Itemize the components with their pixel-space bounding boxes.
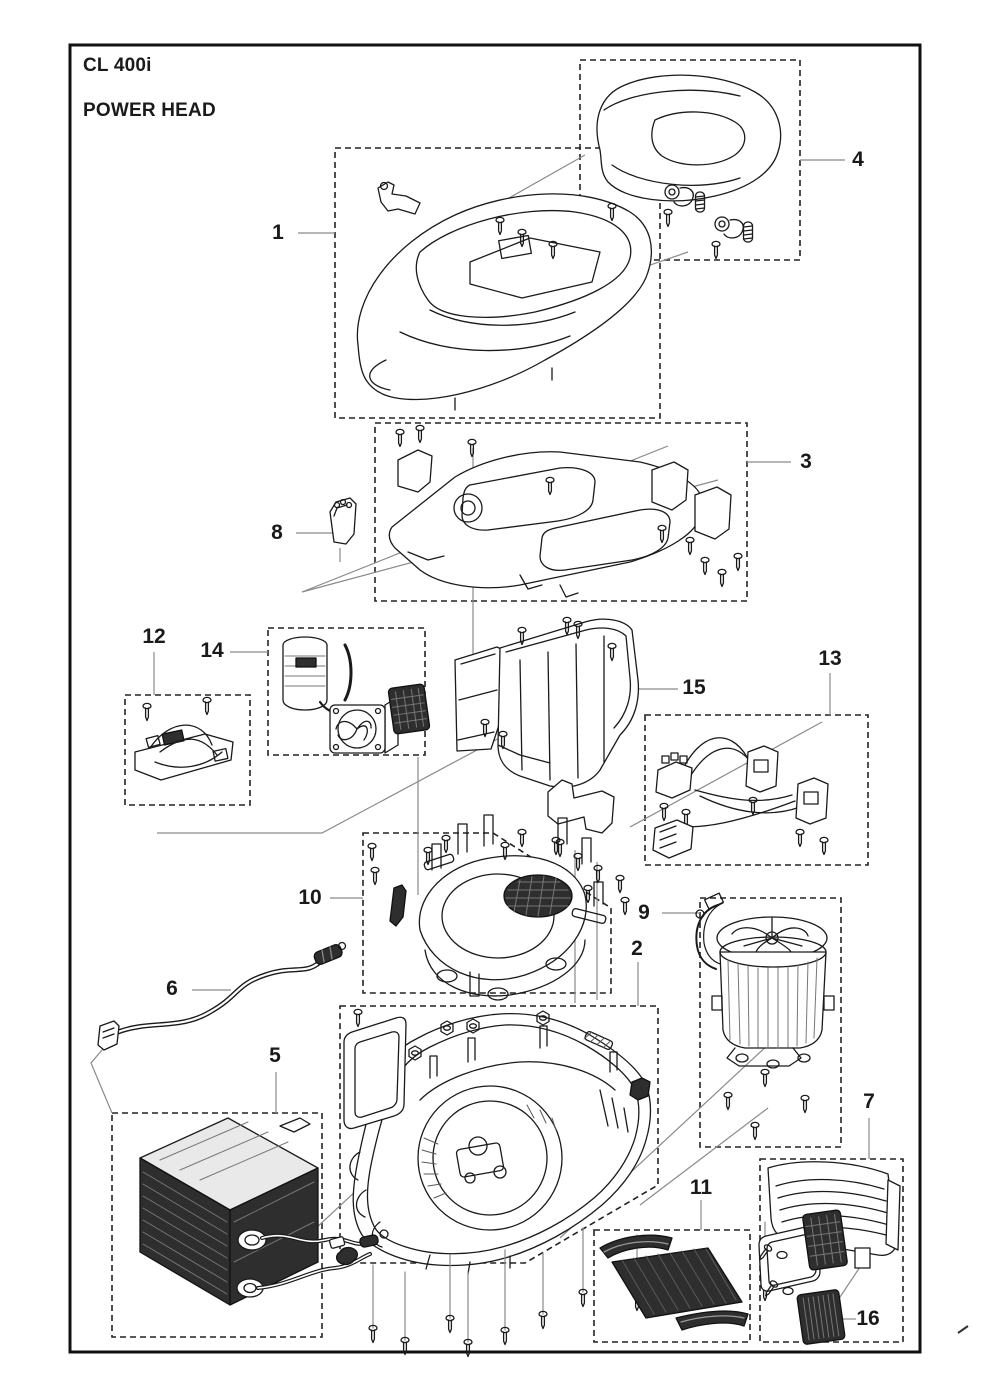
hatch-lid-part bbox=[596, 74, 782, 260]
group-box-9 bbox=[699, 897, 842, 1148]
callout-15: 15 bbox=[682, 676, 706, 699]
callout-16: 16 bbox=[856, 1307, 880, 1330]
group-box-2 bbox=[339, 1005, 659, 1264]
group-box-1 bbox=[334, 147, 661, 419]
callout-12: 12 bbox=[142, 625, 166, 648]
motor-housing-part bbox=[367, 814, 630, 1001]
lower-chassis-part bbox=[343, 1008, 770, 1358]
group-box-13 bbox=[644, 714, 869, 866]
group-box-10 bbox=[362, 832, 612, 994]
stop-button-part bbox=[329, 497, 357, 545]
group-box-5 bbox=[111, 1112, 323, 1338]
corner-tick bbox=[957, 1325, 969, 1334]
callout-10: 10 bbox=[298, 886, 322, 909]
callout-9: 9 bbox=[638, 901, 650, 924]
callout-13: 13 bbox=[818, 647, 842, 670]
diagram-title: CL 400i POWER HEAD bbox=[83, 55, 216, 122]
callout-14: 14 bbox=[200, 639, 224, 662]
motor-part bbox=[695, 892, 835, 1141]
page-border bbox=[68, 43, 922, 1354]
filter-mats-part bbox=[599, 1234, 749, 1331]
callout-leaders bbox=[153, 159, 870, 1320]
group-box-3 bbox=[374, 422, 748, 602]
callout-1: 1 bbox=[272, 221, 284, 244]
fan-module-part bbox=[282, 636, 431, 754]
callout-4: 4 bbox=[852, 148, 864, 171]
cable-part bbox=[97, 941, 347, 1051]
callout-6: 6 bbox=[166, 977, 178, 1000]
callout-3: 3 bbox=[800, 450, 812, 473]
harness-12-part bbox=[134, 696, 234, 781]
callout-11: 11 bbox=[689, 1176, 713, 1199]
callout-5: 5 bbox=[269, 1044, 281, 1067]
callout-2: 2 bbox=[631, 937, 643, 960]
callout-7: 7 bbox=[863, 1090, 875, 1113]
battery-pack-part bbox=[139, 1117, 389, 1306]
diagram-title-model: CL 400i bbox=[83, 55, 152, 76]
harness-13-part bbox=[652, 737, 829, 859]
group-box-11 bbox=[593, 1229, 751, 1343]
mesh-filter-16 bbox=[796, 1289, 846, 1345]
vent-assembly-part bbox=[755, 1161, 901, 1345]
top-cover-part bbox=[356, 181, 652, 411]
battery-compartment-part bbox=[454, 616, 640, 884]
diagram-title-name: POWER HEAD bbox=[83, 99, 216, 121]
callout-8: 8 bbox=[271, 521, 283, 544]
upper-frame-part bbox=[388, 424, 743, 598]
group-box-12 bbox=[124, 694, 251, 806]
